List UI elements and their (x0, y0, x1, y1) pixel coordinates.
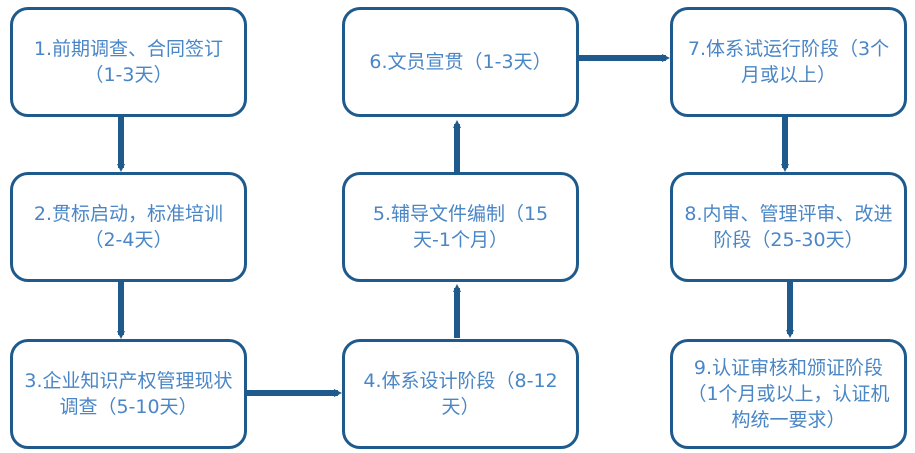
step-5-box: 5.辅导文件编制（15天-1个月） (342, 172, 579, 282)
step-4-label: 4.体系设计阶段（8-12天） (363, 370, 558, 418)
step-1-box: 1.前期调查、合同签订（1-3天） (10, 7, 247, 117)
step-9-label: 9.认证审核和颁证阶段（1个月或以上，认证机构统一要求） (687, 357, 890, 431)
step-2-label: 2.贯标启动，标准培训（2-4天） (33, 203, 224, 251)
step-8-label: 8.内审、管理评审、改进阶段（25-30天） (684, 203, 893, 251)
step-7-box: 7.体系试运行阶段（3个月或以上） (670, 7, 907, 117)
step-3-box: 3.企业知识产权管理现状调查（5-10天） (10, 339, 247, 449)
step-4-box: 4.体系设计阶段（8-12天） (342, 339, 579, 449)
step-7-label: 7.体系试运行阶段（3个月或以上） (687, 38, 890, 86)
step-3-label: 3.企业知识产权管理现状调查（5-10天） (24, 370, 233, 418)
step-6-box: 6.文员宣贯（1-3天） (342, 7, 579, 117)
step-6-label: 6.文员宣贯（1-3天） (369, 51, 552, 73)
step-8-box: 8.内审、管理评审、改进阶段（25-30天） (670, 172, 907, 282)
step-9-box: 9.认证审核和颁证阶段（1个月或以上，认证机构统一要求） (670, 339, 907, 449)
step-2-box: 2.贯标启动，标准培训（2-4天） (10, 172, 247, 282)
step-5-label: 5.辅导文件编制（15天-1个月） (372, 203, 549, 251)
step-1-label: 1.前期调查、合同签订（1-3天） (33, 38, 224, 86)
